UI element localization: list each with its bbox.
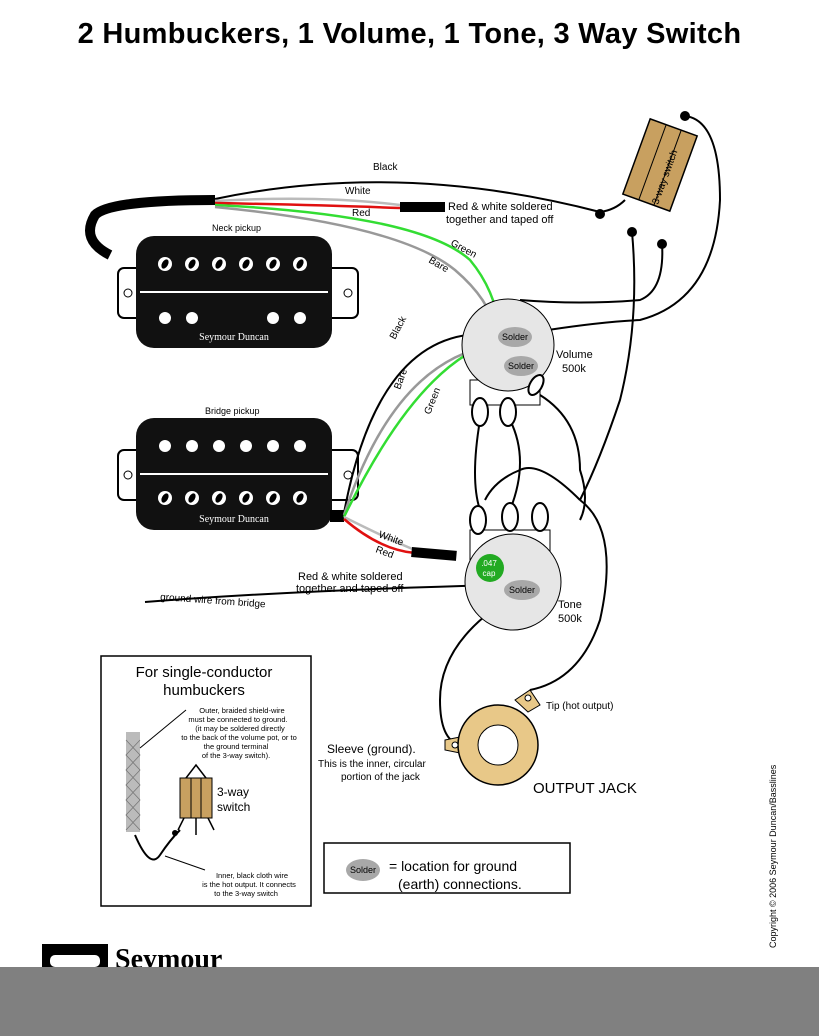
tone-label: Tone <box>558 599 582 611</box>
legend-text-1: = location for ground <box>389 858 517 874</box>
shield-note: of the 3-way switch). <box>202 751 270 760</box>
tone-solder-spot <box>504 580 540 600</box>
volume-label: Volume <box>556 349 593 361</box>
page-title: 2 Humbuckers, 1 Volume, 1 Tone, 3 Way Sw… <box>77 18 742 50</box>
neck-red-wire <box>214 201 401 210</box>
volume-solder-label: Solder <box>508 361 534 371</box>
shield-arrow <box>139 709 187 749</box>
label-bridge-bare: Bare <box>392 367 410 391</box>
neck-black-wire <box>214 181 601 213</box>
inset-title-1: For single-conductor <box>136 664 273 681</box>
output-jack <box>444 689 541 786</box>
label-green: Green <box>449 238 479 261</box>
hot-arrow <box>164 855 206 871</box>
tone-value: 500k <box>558 613 582 625</box>
bottom-bar <box>0 967 819 1036</box>
three-way-switch <box>621 117 699 213</box>
tone-capacitor <box>476 554 504 582</box>
shield-wire <box>126 732 140 832</box>
hot-note: to the 3-way switch <box>214 889 278 898</box>
label-black: Black <box>373 162 398 173</box>
bridge-pickup-brand: Seymour Duncan <box>199 514 269 525</box>
neck-note-1: Red & white soldered <box>448 201 553 213</box>
neck-bare-wire <box>214 205 497 331</box>
tone-solder-label: Solder <box>509 585 535 595</box>
legend-solder-label: Solder <box>350 865 376 875</box>
shield-note: the ground terminal <box>204 742 269 751</box>
shield-note: Outer, braided shield-wire <box>199 706 284 715</box>
neck-cable <box>85 195 216 260</box>
shield-note: to the back of the volume pot, or to <box>181 733 297 742</box>
volume-solder-spot <box>498 327 532 347</box>
switch-terminal <box>657 239 667 249</box>
bridge-white-wire <box>343 515 416 552</box>
bridge-pickup-label: Bridge pickup <box>205 406 260 416</box>
hot-note: is the hot output. It connects <box>202 880 296 889</box>
cap-value: .047 <box>481 559 497 568</box>
neck-pickup-brand: Seymour Duncan <box>199 332 269 343</box>
volume-value: 500k <box>562 363 586 375</box>
switch-terminal <box>595 209 605 219</box>
switch-terminal <box>627 227 637 237</box>
bridge-red-wire <box>343 518 416 555</box>
jack-sleeve-3: portion of the jack <box>341 772 421 783</box>
bridge-pickup <box>117 418 359 530</box>
inset-title-2: humbuckers <box>163 682 245 699</box>
copyright: Copyright © 2006 Seymour Duncan/Bassline… <box>768 764 778 948</box>
jack-sleeve-1: Sleeve (ground). <box>327 742 416 756</box>
label-red: Red <box>352 208 370 219</box>
shield-note: must be connected to ground. <box>188 715 287 724</box>
cap-label: cap <box>483 569 496 578</box>
label-bare: Bare <box>427 255 451 275</box>
legend-text-2: (earth) connections. <box>398 876 522 892</box>
bridge-tape <box>411 547 457 561</box>
neck-pickup <box>117 236 359 348</box>
neck-tape <box>400 202 445 212</box>
neck-green-wire <box>214 203 502 331</box>
legend-solder-spot <box>346 859 380 881</box>
neck-pickup-label: Neck pickup <box>212 223 261 233</box>
bridge-note-1: Red & white soldered <box>298 571 403 583</box>
label-white: White <box>345 186 371 197</box>
volume-solder-label: Solder <box>502 332 528 342</box>
inset-switch <box>179 777 213 819</box>
shield-braid <box>125 739 141 831</box>
hot-note: Inner, black cloth wire <box>216 871 288 880</box>
switch-wires <box>144 115 722 746</box>
neck-note-2: together and taped off <box>446 214 554 226</box>
hot-wire <box>134 829 181 861</box>
jack-sleeve-2: This is the inner, circular <box>318 759 426 770</box>
jack-tip-label: Tip (hot output) <box>546 701 613 712</box>
shield-note: (it may be soldered directly <box>195 724 285 733</box>
volume-solder-spot <box>504 356 538 376</box>
output-jack-label: OUTPUT JACK <box>533 780 637 797</box>
label-bridge-black: Black <box>388 314 410 342</box>
inset-switch-lugs <box>177 763 215 835</box>
switch-terminal <box>680 111 690 121</box>
neck-white-wire <box>214 197 401 207</box>
inset-switch-label-1: 3-way <box>217 785 249 799</box>
inset-switch-label-2: switch <box>217 800 250 814</box>
